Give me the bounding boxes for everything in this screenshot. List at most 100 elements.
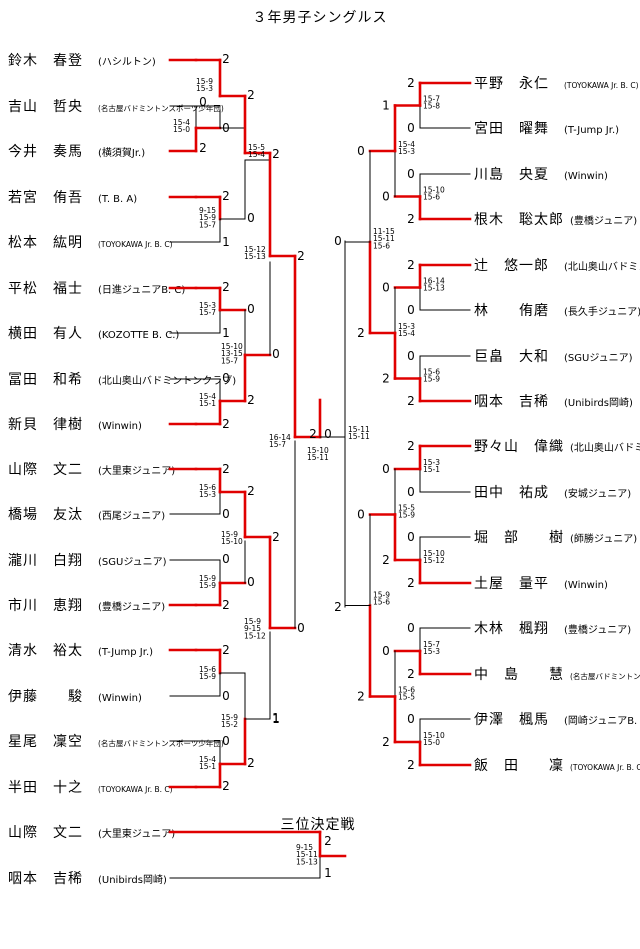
game-score: 15-9 xyxy=(199,672,216,681)
player-club: (SGUジュニア) xyxy=(564,353,633,364)
game-count: 0 xyxy=(357,144,365,158)
game-score: 15-11 xyxy=(373,234,395,243)
game-count: 2 xyxy=(199,141,207,155)
player-name: 横田 有人 xyxy=(8,326,83,342)
game-score: 15-13 xyxy=(244,252,266,261)
game-count: 1 xyxy=(272,712,280,726)
game-score: 15-5 xyxy=(248,143,265,152)
player-club: (師勝ジュニア) xyxy=(570,532,637,545)
player-name: 清水 裕太 xyxy=(8,643,83,659)
game-count: 2 xyxy=(357,326,365,340)
game-score: 15-3 xyxy=(196,84,213,93)
game-count: 2 xyxy=(222,417,230,431)
game-count: 1 xyxy=(272,711,280,725)
game-count: 2 xyxy=(324,834,332,848)
game-score: 15-9 xyxy=(196,77,213,86)
game-score: 15-3 xyxy=(398,147,415,156)
player-club: (大里東ジュニア) xyxy=(98,827,175,840)
game-score: 15-13 xyxy=(296,857,318,866)
player-club: (豊橋ジュニア) xyxy=(98,600,165,613)
game-score: 15-10 xyxy=(423,731,445,740)
game-count: 0 xyxy=(222,552,230,566)
game-score: 15-7 xyxy=(423,95,440,104)
game-score: 15-11 xyxy=(348,425,370,434)
player-club: (名古屋バドミントンスポーツ少年団) xyxy=(98,738,224,748)
game-score: 15-12 xyxy=(244,631,266,640)
player-name: 市川 恵翔 xyxy=(8,597,83,614)
game-count: 2 xyxy=(247,756,255,770)
game-count: 0 xyxy=(407,530,415,544)
game-score: 15-4 xyxy=(398,140,415,149)
game-count: 2 xyxy=(222,189,230,203)
game-count: 2 xyxy=(297,249,305,263)
player-name: 山際 文二 xyxy=(8,825,83,841)
game-score: 15-9 xyxy=(199,213,216,222)
game-score: 9-15 xyxy=(244,624,261,633)
player-name: 宮田 曜舞 xyxy=(474,121,549,137)
game-count: 0 xyxy=(382,281,390,295)
game-score: 15-1 xyxy=(199,762,216,771)
game-count: 0 xyxy=(222,689,230,703)
player-name: 吉山 哲央 xyxy=(8,99,83,115)
game-count: 2 xyxy=(247,484,255,498)
game-score: 15-9 xyxy=(373,591,390,600)
player-name: 松本 紘明 xyxy=(8,235,83,251)
game-count: 1 xyxy=(382,99,390,113)
game-score: 15-6 xyxy=(199,665,216,674)
player-name: 木林 楓翔 xyxy=(474,621,549,637)
player-name: 川島 央夏 xyxy=(474,167,549,183)
game-score: 15-7 xyxy=(423,640,440,649)
game-score: 15-6 xyxy=(398,686,415,695)
game-score: 15-7 xyxy=(269,440,286,449)
player-name: 巨畠 大和 xyxy=(474,348,549,365)
game-score: 15-0 xyxy=(423,738,440,747)
game-score: 15-4 xyxy=(173,118,190,127)
game-score: 15-6 xyxy=(373,241,390,250)
player-club: (TOYOKAWA Jr. B. C) xyxy=(570,763,640,772)
game-count: 0 xyxy=(407,167,415,181)
player-name: 新貝 律樹 xyxy=(8,417,83,433)
player-club: (横須賀Jr.) xyxy=(98,146,145,159)
game-count: 0 xyxy=(357,508,365,522)
game-score: 16-14 xyxy=(423,277,445,286)
game-score: 15-3 xyxy=(423,647,440,656)
game-count: 0 xyxy=(222,371,230,385)
game-score: 15-10 xyxy=(221,537,243,546)
player-club: (T. B. A) xyxy=(98,194,137,205)
game-score: 15-6 xyxy=(199,483,216,492)
player-name: 林 侑磨 xyxy=(474,303,549,319)
game-count: 2 xyxy=(357,690,365,704)
player-club: (安城ジュニア) xyxy=(564,487,631,500)
game-count: 0 xyxy=(324,427,332,441)
player-name: 飯 田 凜 xyxy=(474,757,564,774)
player-name: 辻 悠一郎 xyxy=(474,258,549,274)
player-name: 今井 奏馬 xyxy=(8,144,83,160)
game-count: 0 xyxy=(407,349,415,363)
game-score: 15-10 xyxy=(423,549,445,558)
player-name: 田中 祐成 xyxy=(474,485,549,501)
game-count: 0 xyxy=(247,302,255,316)
player-name: 橋場 友汰 xyxy=(8,507,83,523)
game-count: 2 xyxy=(247,88,255,102)
player-name: 平松 福士 xyxy=(8,281,83,297)
game-count: 2 xyxy=(382,553,390,567)
game-score: 13-15 xyxy=(221,349,243,358)
game-score: 15-7 xyxy=(199,308,216,317)
game-count: 2 xyxy=(222,462,230,476)
player-name: 冨田 和希 xyxy=(8,372,83,388)
player-name: 鈴木 春登 xyxy=(8,53,83,69)
player-name: 星尾 凜空 xyxy=(8,734,83,750)
game-count: 2 xyxy=(309,427,317,441)
game-count: 1 xyxy=(222,235,230,249)
game-score: 15-12 xyxy=(423,556,445,565)
game-score: 15-3 xyxy=(199,301,216,310)
player-club: (T-Jump Jr.) xyxy=(98,647,153,658)
game-score: 16-14 xyxy=(269,433,291,442)
player-club: (大里東ジュニア) xyxy=(98,464,175,477)
player-club: (Winwin) xyxy=(98,421,142,432)
player-club: (Unibirds岡崎) xyxy=(98,873,167,886)
game-score: 15-9 xyxy=(221,713,238,722)
game-score: 15-4 xyxy=(199,392,216,401)
game-count: 2 xyxy=(407,667,415,681)
